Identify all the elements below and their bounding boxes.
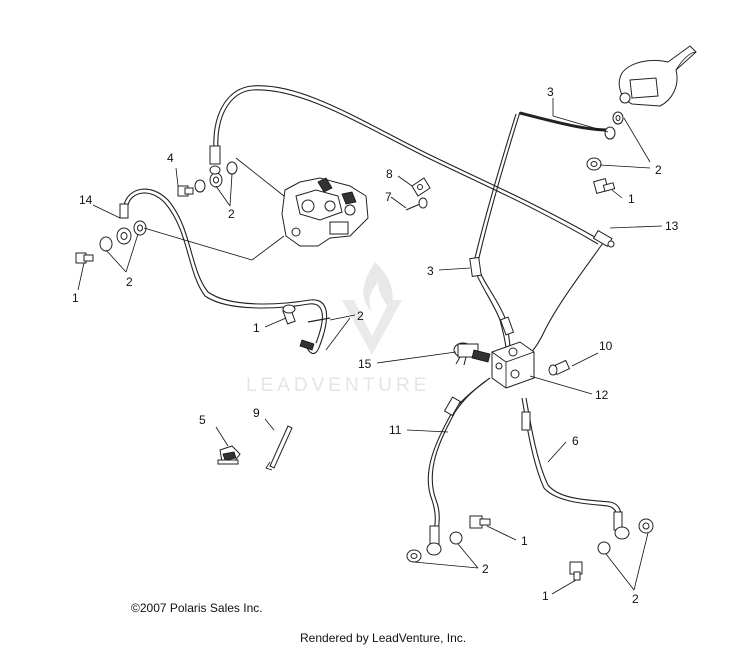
callout-8: 8 <box>386 167 393 181</box>
left-line-end <box>299 317 331 351</box>
watermark-flame-icon <box>363 262 393 312</box>
line-3-fitting <box>469 256 482 278</box>
washer-14-pointer <box>143 227 253 261</box>
callout-1-middle: 1 <box>253 321 260 335</box>
main-brake-line <box>213 85 601 241</box>
fitting-13 <box>592 229 615 248</box>
line-3-lower <box>477 267 511 351</box>
callout-labels: 3 2 1 4 2 14 2 1 8 7 1 2 3 13 15 10 12 5… <box>72 85 679 606</box>
line-11-edge <box>427 380 487 531</box>
bolt-right-upper <box>593 178 616 194</box>
callout-10: 10 <box>599 339 613 353</box>
line-6-fitting <box>521 411 531 431</box>
washer-right-2-hole <box>590 161 598 167</box>
caliper-pointer-2 <box>251 235 285 261</box>
callout-2-top-right: 2 <box>655 163 662 177</box>
part-14-assembly <box>116 203 132 245</box>
main-line-fitting <box>209 145 221 165</box>
leader-lines <box>77 98 663 595</box>
left-brake-line-edge <box>127 192 323 344</box>
rear-caliper <box>281 177 369 247</box>
line-11-banjo <box>426 542 442 556</box>
callout-4: 4 <box>167 151 174 165</box>
line-11-fitting <box>443 396 462 417</box>
main-line-banjo <box>209 165 221 175</box>
bolt-middle <box>282 304 296 325</box>
master-cylinder <box>618 45 697 107</box>
copyright-text: ©2007 Polaris Sales Inc. <box>131 601 263 615</box>
line-3-lower-fitting <box>499 316 515 336</box>
watermark-text: LEADVENTURE <box>246 375 430 396</box>
line-13 <box>527 239 606 357</box>
callout-15: 15 <box>358 357 372 371</box>
callout-2-lower-right: 2 <box>632 592 639 606</box>
callout-9: 9 <box>253 406 260 420</box>
clamp-5 <box>217 445 241 465</box>
bracket-8 <box>411 177 431 197</box>
callout-11: 11 <box>389 423 402 437</box>
tie-strap-9 <box>269 425 293 469</box>
callout-3-top: 3 <box>547 85 554 99</box>
callout-2-lower-left: 2 <box>482 562 489 576</box>
line-11 <box>431 377 491 531</box>
callout-3-lower: 3 <box>427 264 434 278</box>
callout-12: 12 <box>595 388 609 402</box>
callout-6: 6 <box>572 434 579 448</box>
bolt-lower-left <box>469 515 491 529</box>
watermark-v-icon <box>342 300 402 355</box>
callout-1-lower-left: 1 <box>521 534 528 548</box>
callout-1-left: 1 <box>72 291 79 305</box>
pressure-switch-15 <box>453 342 491 366</box>
bolt-left <box>75 252 94 264</box>
front-line-upper <box>519 111 609 132</box>
front-line-3-descent-edge <box>473 113 517 263</box>
callout-2-left-lower: 2 <box>126 275 133 289</box>
distribution-block-12 <box>491 341 535 389</box>
callout-1-top-right: 1 <box>628 192 635 206</box>
washer-14a <box>99 236 113 252</box>
line-6-edge <box>521 397 618 521</box>
line-11-end-fitting <box>429 525 440 545</box>
washer-lower-left-b <box>449 531 463 545</box>
left-brake-line <box>123 188 328 354</box>
washer-4b-hole <box>213 176 219 184</box>
callout-7: 7 <box>385 190 392 204</box>
washer-4c <box>226 161 238 175</box>
line-3-lower-edge <box>473 267 507 351</box>
washer-lower-left-a-hole <box>410 553 418 559</box>
line-6-banjo <box>614 526 630 540</box>
callout-14: 14 <box>79 193 93 207</box>
front-line-3-descent <box>477 111 521 263</box>
washer-4a <box>194 179 206 193</box>
bolt-10 <box>548 359 571 376</box>
caliper-pointer <box>235 157 285 197</box>
washer-lower-right-b-hole <box>642 522 650 530</box>
callout-1-lower-right: 1 <box>542 589 549 603</box>
washer-14b-hole <box>137 224 143 232</box>
rivet-7 <box>405 197 428 211</box>
watermark: LEADVENTURE <box>246 262 430 396</box>
bolt-lower-right <box>569 561 583 581</box>
line-6 <box>525 397 622 521</box>
callout-2-left-upper: 2 <box>228 207 235 221</box>
rendered-by-text: Rendered by LeadVenture, Inc. <box>300 631 466 645</box>
main-brake-line-edge <box>217 89 599 245</box>
callout-2-middle: 2 <box>357 309 364 323</box>
tie-strap-head <box>265 461 273 471</box>
banjo-bolt-4 <box>177 185 194 197</box>
washer-lower-right-a <box>597 541 611 555</box>
washer-pair-top <box>604 111 624 140</box>
callout-13: 13 <box>665 219 679 233</box>
callout-5: 5 <box>199 413 206 427</box>
